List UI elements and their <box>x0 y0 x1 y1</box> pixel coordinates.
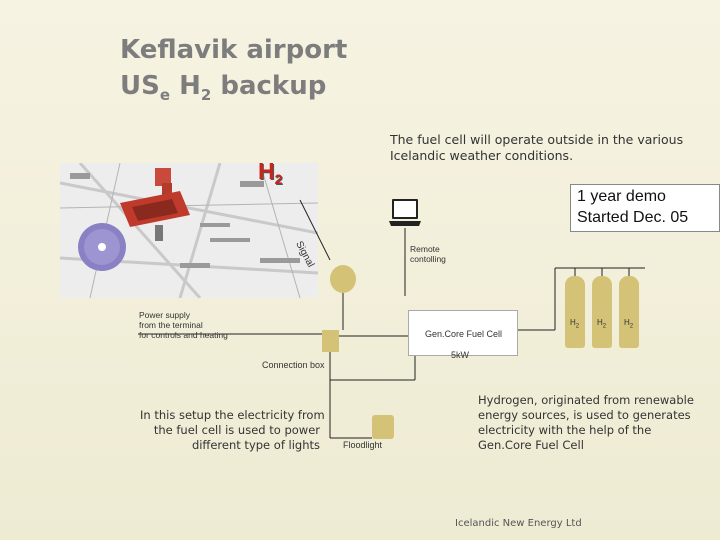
title-subscript-e: e <box>159 86 171 104</box>
laptop-icon <box>389 198 421 228</box>
footer-company: Icelandic New Energy Ltd <box>455 518 582 529</box>
top-note-line-2: Icelandic weather conditions. <box>390 148 574 163</box>
left-note-line-2: the fuel cell is used to power <box>153 423 320 437</box>
cylinder-label-3: H2 <box>624 318 633 330</box>
title-line-1: Keflavik airport <box>120 35 348 65</box>
demo-line-1: 1 year demo <box>577 188 666 205</box>
cyl-3-main: H <box>624 318 630 327</box>
connection-box-label: Connection box <box>262 360 325 370</box>
signal-receiver-icon <box>330 265 356 293</box>
airport-map-icon <box>60 163 318 298</box>
title-line-2: USe H2 backup <box>120 68 347 107</box>
right-note-line-2: energy sources, is used to generates <box>478 408 691 422</box>
power-line-1: Power supply <box>139 310 191 320</box>
demo-line-2: Started Dec. 05 <box>577 209 689 226</box>
title-backup: backup <box>211 71 327 101</box>
fuel-cell-power: 5kW <box>451 350 469 360</box>
h2-label: H2 <box>258 158 283 187</box>
right-note-line-4: Gen.Core Fuel Cell <box>478 438 584 452</box>
floodlight-icon <box>372 415 394 439</box>
hydrogen-cylinder-1 <box>565 276 585 348</box>
power-line-2: from the terminal <box>139 320 203 330</box>
right-note-line-3: electricity with the help of the <box>478 423 652 437</box>
airport-aerial-image <box>60 163 318 298</box>
h2-subscript: 2 <box>274 171 283 187</box>
left-note-line-1: In this setup the electricity from <box>140 408 325 422</box>
connection-box <box>322 330 339 352</box>
top-note-line-1: The fuel cell will operate outside in th… <box>390 132 684 147</box>
title-subscript-2: 2 <box>200 86 212 104</box>
power-supply-label: Power supply from the terminal for contr… <box>139 310 228 340</box>
fuel-cell-label: Gen.Core Fuel Cell <box>425 329 503 339</box>
fuel-cell-box: Gen.Core Fuel Cell <box>408 310 518 356</box>
power-line-3: for controls and heating <box>139 330 228 340</box>
title-h: H <box>170 71 201 101</box>
top-note: The fuel cell will operate outside in th… <box>390 132 683 164</box>
cyl-2-sub: 2 <box>602 323 607 330</box>
cyl-1-sub: 2 <box>575 323 580 330</box>
laptop-svg <box>389 199 421 226</box>
left-note: In this setup the electricity from the f… <box>140 408 325 453</box>
h2-main: H <box>258 158 275 184</box>
slide-title: Keflavik airport USe H2 backup <box>120 32 347 107</box>
demo-box: 1 year demo Started Dec. 05 <box>570 184 720 232</box>
cyl-1-main: H <box>570 318 576 327</box>
cylinder-label-1: H2 <box>570 318 579 330</box>
right-note-line-1: Hydrogen, originated from renewable <box>478 393 694 407</box>
remote-line-1: Remote <box>410 244 440 254</box>
cyl-2-main: H <box>597 318 603 327</box>
left-note-line-3: different type of lights <box>191 438 320 452</box>
remote-label: Remote contolling <box>410 244 446 264</box>
hydrogen-cylinder-2 <box>592 276 612 348</box>
cyl-3-sub: 2 <box>629 323 634 330</box>
remote-line-2: contolling <box>410 254 446 264</box>
cylinder-label-2: H2 <box>597 318 606 330</box>
title-us: US <box>120 71 160 101</box>
right-note: Hydrogen, originated from renewable ener… <box>478 393 694 453</box>
hydrogen-cylinder-3 <box>619 276 639 348</box>
floodlight-label: Floodlight <box>343 440 383 450</box>
